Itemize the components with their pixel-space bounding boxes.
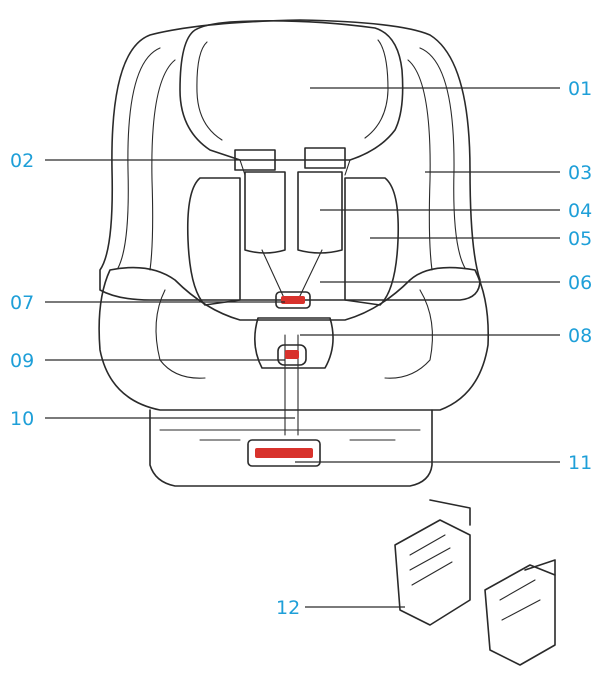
callout-01: 01: [568, 78, 592, 100]
callout-03: 03: [568, 162, 592, 184]
leader-lines: [45, 87, 560, 608]
seat-shell: [99, 19, 481, 301]
callout-05: 05: [568, 228, 592, 250]
callout-04: 04: [568, 200, 592, 222]
callout-11: 11: [568, 452, 592, 474]
isofix-guides: [394, 499, 556, 666]
callout-09: 09: [10, 350, 34, 372]
callout-10: 10: [10, 408, 34, 430]
callout-07: 07: [10, 292, 34, 314]
chest-clip: [275, 291, 311, 309]
buckle: [277, 344, 307, 366]
callout-06: 06: [568, 272, 592, 294]
callout-02: 02: [10, 150, 34, 172]
callout-12: 12: [276, 597, 300, 619]
side-wings: [186, 177, 400, 306]
callout-08: 08: [568, 325, 592, 347]
shoulder-pads: [234, 147, 346, 254]
seat-cushion: [98, 266, 490, 411]
callout-labels: 01 02 03 04 05 06 07 08 09 10 11 12: [10, 78, 592, 619]
harness-straps: [261, 249, 323, 436]
headrest: [179, 20, 404, 176]
release-handle: [247, 439, 321, 467]
seat-base: [149, 409, 433, 487]
